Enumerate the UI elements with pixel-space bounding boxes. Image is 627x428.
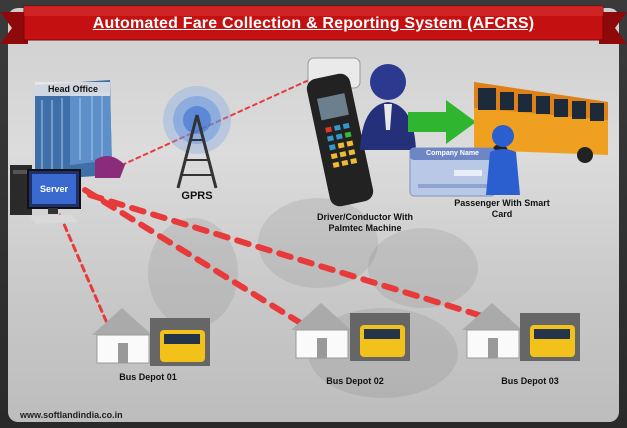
page-title: Automated Fare Collection & Reporting Sy… xyxy=(92,15,535,32)
depot-02-label: Bus Depot 02 xyxy=(326,376,384,386)
server-computer xyxy=(10,165,81,224)
link-server-depot1 xyxy=(58,213,112,332)
driver-person xyxy=(360,64,416,150)
head-office-label: Head Office xyxy=(47,84,98,94)
gprs-label: GPRS xyxy=(181,190,213,202)
server-label: Server xyxy=(39,184,69,194)
head-office-building xyxy=(35,80,125,180)
card-company-label: Company Name xyxy=(426,150,479,157)
link-server-depot3 xyxy=(87,192,498,323)
footer-url[interactable]: www.softlandindia.co.in xyxy=(20,410,123,420)
smart-card xyxy=(409,147,496,197)
depot-03-label: Bus Depot 03 xyxy=(501,376,559,386)
palmtec-machine xyxy=(306,57,374,207)
network-links xyxy=(58,74,498,338)
bus-depot-01-graphic xyxy=(92,308,210,366)
depot-01-label: Bus Depot 01 xyxy=(119,372,177,382)
bus-depot-03-graphic xyxy=(462,303,580,361)
passenger-person xyxy=(486,125,520,195)
link-server-depot2 xyxy=(82,187,323,338)
gprs-tower xyxy=(163,86,231,189)
passenger-label: Passenger With Smart Card xyxy=(454,198,550,219)
title-banner xyxy=(0,5,627,44)
arrow-to-bus xyxy=(408,100,476,144)
bus-depot-02-graphic xyxy=(291,303,410,361)
driver-label: Driver/Conductor With Palmtec Machine xyxy=(317,212,413,233)
